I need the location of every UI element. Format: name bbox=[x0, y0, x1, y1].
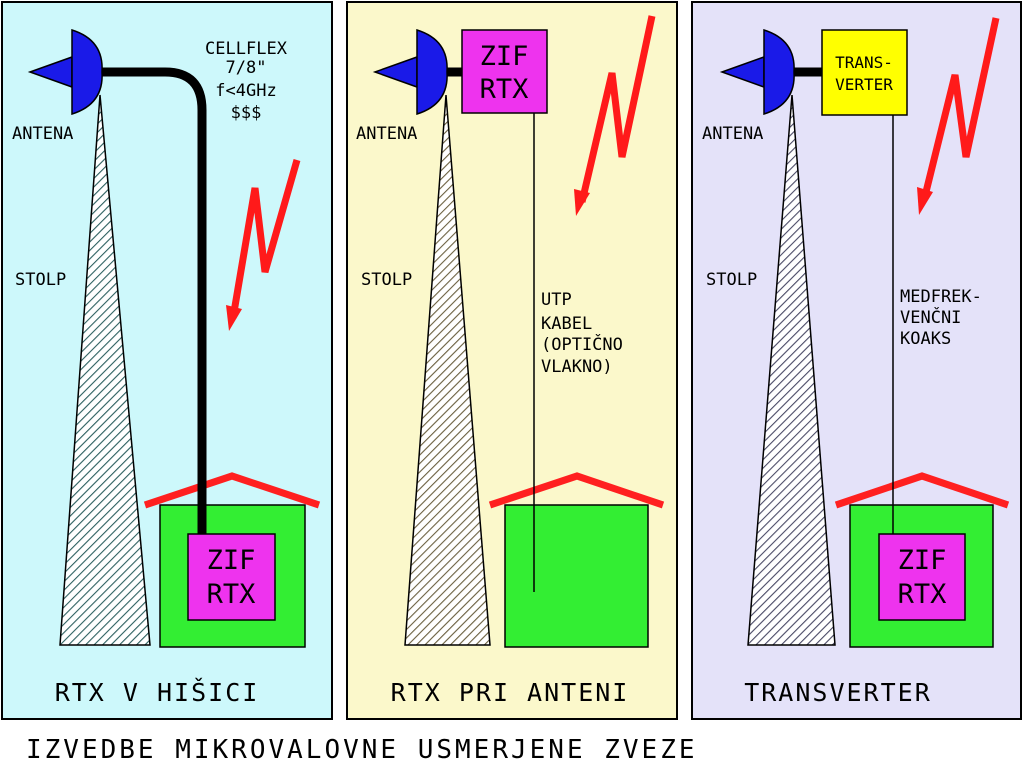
cable-label-line-2: VENČNI bbox=[900, 306, 961, 328]
antenna-label: ANTENA bbox=[12, 124, 73, 144]
zif-rtx-box-line-1: ZIF bbox=[898, 545, 947, 576]
zif-rtx-box bbox=[878, 533, 966, 621]
house-roof bbox=[143, 472, 321, 509]
cable-label-line-1: UTP bbox=[541, 290, 572, 310]
cable-label-line-3: KOAKS bbox=[900, 329, 951, 349]
panel-title: RTX V HIŠICI bbox=[55, 677, 260, 707]
transverter-box bbox=[821, 29, 908, 116]
zif-rtx-box-line-2: RTX bbox=[480, 74, 529, 105]
cable-spec-line-2: 7/8" bbox=[226, 58, 267, 78]
zif-rtx-box bbox=[461, 29, 548, 114]
tower-label: STOLP bbox=[361, 270, 412, 290]
cable-label-line-3: (OPTIČNO bbox=[541, 333, 623, 355]
cable-spec-line-4: $$$ bbox=[231, 103, 262, 123]
tower-mast bbox=[59, 94, 151, 646]
panel-title: TRANSVERTER bbox=[744, 678, 932, 707]
diagram-footer-title: IZVEDBE MIKROVALOVNE USMERJENE ZVEZE bbox=[26, 735, 698, 765]
house-roof bbox=[834, 472, 1010, 509]
zif-rtx-box bbox=[187, 533, 276, 621]
lightning-bolt-icon bbox=[578, 15, 656, 203]
cable-label-line-2: KABEL bbox=[541, 314, 592, 334]
lightning-bolt-icon bbox=[920, 17, 1000, 201]
house bbox=[504, 504, 649, 648]
transverter-box-line-1: TRANS- bbox=[835, 53, 893, 72]
dish-antenna-icon bbox=[372, 28, 448, 116]
cable-label-line-4: VLAKNO) bbox=[541, 357, 613, 377]
lightning-arrowhead bbox=[226, 305, 242, 331]
house-roof bbox=[488, 472, 665, 509]
panel-rtx-v-hisici: ANTENA STOLP CELLFLEX 7/8" f<4GHz $$$ ZI… bbox=[1, 1, 333, 720]
panel-rtx-pri-anteni: ANTENA STOLP ZIF RTX UTP KABEL (OPTIČNO … bbox=[346, 1, 678, 720]
dish-antenna-icon bbox=[719, 28, 795, 116]
panel-title: RTX PRI ANTENI bbox=[391, 678, 630, 707]
cable-label-line-1: MEDFREK- bbox=[900, 287, 982, 307]
lightning-arrowhead bbox=[917, 187, 933, 215]
panel-transverter: ANTENA STOLP TRANS- VERTER MEDFREK- VENČ… bbox=[691, 1, 1022, 720]
cable-spec-line-3: f<4GHz bbox=[215, 81, 276, 101]
zif-rtx-box-line-1: ZIF bbox=[207, 545, 256, 576]
zif-rtx-box-line-1: ZIF bbox=[480, 41, 529, 72]
zif-rtx-box-line-2: RTX bbox=[898, 579, 947, 610]
lightning-arrowhead bbox=[574, 189, 590, 216]
lightning-bolt-icon bbox=[229, 159, 301, 319]
tower-mast bbox=[747, 94, 836, 646]
tower-label: STOLP bbox=[15, 270, 66, 290]
antenna-label: ANTENA bbox=[702, 124, 763, 144]
antenna-label: ANTENA bbox=[356, 124, 417, 144]
tower-label: STOLP bbox=[706, 270, 757, 290]
zif-rtx-box-line-2: RTX bbox=[207, 579, 256, 610]
transverter-box-line-2: VERTER bbox=[835, 75, 893, 94]
cellflex-cable bbox=[100, 67, 207, 535]
dish-antenna-icon bbox=[27, 28, 103, 116]
cable-spec-line-1: CELLFLEX bbox=[205, 39, 288, 59]
tower-mast bbox=[404, 94, 491, 646]
